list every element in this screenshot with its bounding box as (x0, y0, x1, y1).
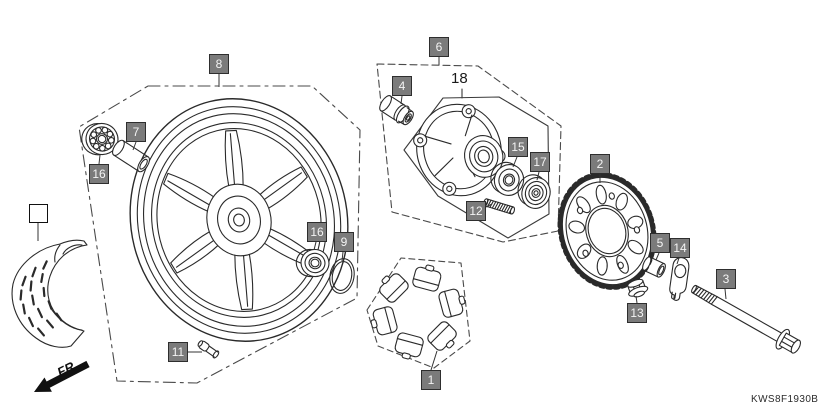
callout-7-1[interactable]: 7 (126, 122, 146, 142)
callout-2-8[interactable]: 2 (590, 154, 610, 174)
callout-11-15[interactable]: 11 (168, 342, 188, 362)
diagram-code: KWS8F1930B (751, 394, 819, 405)
callout-3-11[interactable]: 3 (716, 269, 736, 289)
callout-13-12[interactable]: 13 (627, 303, 647, 323)
callout-16-2[interactable]: 16 (89, 164, 109, 184)
callout-1-16[interactable]: 1 (421, 370, 441, 390)
part-bearing-15 (487, 159, 528, 200)
part-adjuster-plate (668, 257, 690, 302)
part-valve-stem (197, 339, 220, 359)
region-wheel-8 (79, 86, 360, 383)
callout-9-14[interactable]: 9 (334, 232, 354, 252)
part-collar-5 (641, 256, 667, 279)
part-bearing-upper (78, 118, 122, 160)
front-direction-arrow (34, 360, 90, 392)
part-oring (327, 257, 357, 296)
part-side-collar-4 (377, 93, 416, 128)
callout-5-9[interactable]: 5 (650, 233, 670, 253)
callout-15-5[interactable]: 15 (508, 137, 528, 157)
callout-unnumbered (29, 204, 48, 223)
callout-4-4[interactable]: 4 (392, 76, 412, 96)
region-hub-18 (404, 97, 549, 238)
callout-16-13[interactable]: 16 (307, 222, 327, 242)
part-rear-wheel (105, 76, 374, 365)
part-axle-nut (625, 277, 650, 300)
part-sprocket (547, 163, 668, 299)
part-bearing-lower (293, 244, 333, 281)
callout-8-0[interactable]: 8 (209, 54, 229, 74)
part-damper-set (368, 262, 467, 361)
part-tire-section (12, 240, 87, 347)
callout-17-6[interactable]: 17 (530, 152, 550, 172)
region-damper-1 (367, 258, 470, 368)
part-hub (404, 93, 514, 206)
part-collar-7 (110, 138, 152, 173)
callout-14-10[interactable]: 14 (670, 238, 690, 258)
part-seal-17 (514, 171, 555, 212)
callout-12-7[interactable]: 12 (466, 201, 486, 221)
part-axle-bolt (687, 279, 804, 358)
callout-6-3[interactable]: 6 (429, 37, 449, 57)
assembly-number-label: 18 (451, 70, 468, 87)
